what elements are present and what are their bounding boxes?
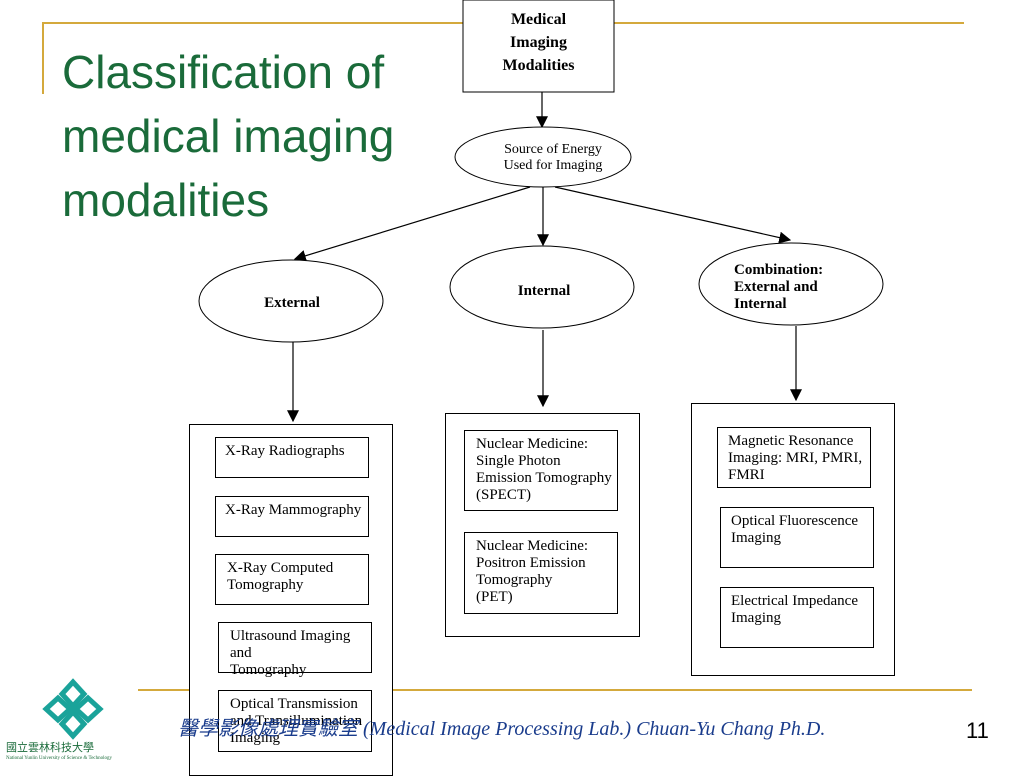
slide-title: Classification of medical imaging modali…: [62, 46, 395, 226]
combination-ellipse: [698, 242, 884, 326]
logo-subcaption: National Yunlin University of Science & …: [6, 756, 113, 761]
modality-mri: Magnetic Resonance Imaging: MRI, PMRI, F…: [717, 427, 871, 488]
internal-ellipse: [449, 245, 635, 329]
footer-lab-credit: 醫學影像處理實驗室 (Medical Image Processing Lab.…: [178, 718, 826, 740]
root-label: Medical Imaging Modalities: [502, 11, 575, 74]
left-accent-line: [42, 22, 44, 94]
root-box: [462, 0, 615, 93]
modality-pet: Nuclear Medicine: Positron Emission Tomo…: [464, 532, 618, 614]
logo-caption: 國立雲林科技大學: [6, 742, 94, 754]
arrow-source-external: [293, 186, 531, 262]
internal-label: Internal: [517, 283, 571, 299]
arrow-source-combination: [554, 186, 792, 244]
modality-xray-radiographs: X-Ray Radiographs: [215, 437, 369, 478]
university-logo-icon: [42, 678, 104, 740]
bottom-accent-line: [138, 689, 972, 691]
modality-xray-ct: X-Ray Computed Tomography: [215, 554, 369, 605]
modality-spect: Nuclear Medicine: Single Photon Emission…: [464, 430, 618, 511]
modality-xray-mammography: X-Ray Mammography: [215, 496, 369, 537]
external-ellipse: [198, 259, 384, 343]
external-label: External: [264, 295, 320, 311]
source-label: Source of Energy Used for Imaging: [503, 142, 603, 173]
modality-optical-transmission: Optical Transmission and Transilluminati…: [218, 690, 372, 752]
modality-electrical-impedance: Electrical Impedance Imaging: [720, 587, 874, 648]
combination-label: Combination: External and Internal: [734, 262, 824, 312]
page-number: 11: [966, 718, 989, 743]
modality-ultrasound: Ultrasound Imaging and Tomography: [218, 622, 372, 678]
modality-optical-fluorescence: Optical Fluorescence Imaging: [720, 507, 874, 568]
